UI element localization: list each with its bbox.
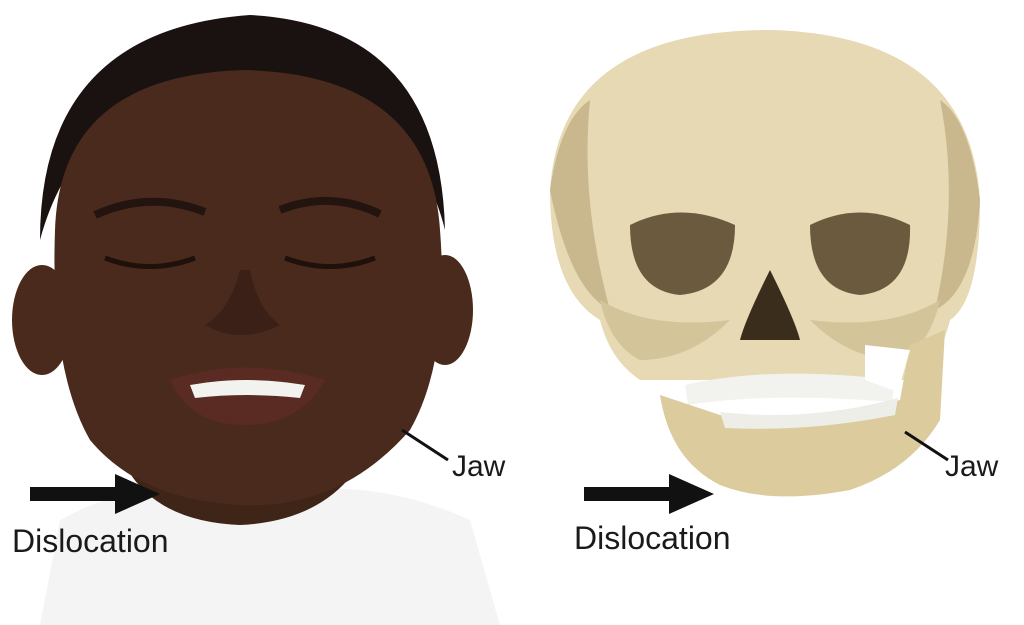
arrow-right-icon [30, 474, 160, 514]
dislocation-label: Dislocation [574, 522, 731, 554]
jaw-label: Jaw [452, 452, 505, 482]
skull-panel: Jaw Dislocation [520, 0, 1024, 625]
dislocation-label: Dislocation [12, 525, 169, 557]
jaw-leader-line [402, 430, 448, 460]
arrow-right-icon [584, 474, 714, 514]
jaw-label: Jaw [945, 452, 998, 482]
face-panel: Jaw Dislocation [0, 0, 520, 625]
